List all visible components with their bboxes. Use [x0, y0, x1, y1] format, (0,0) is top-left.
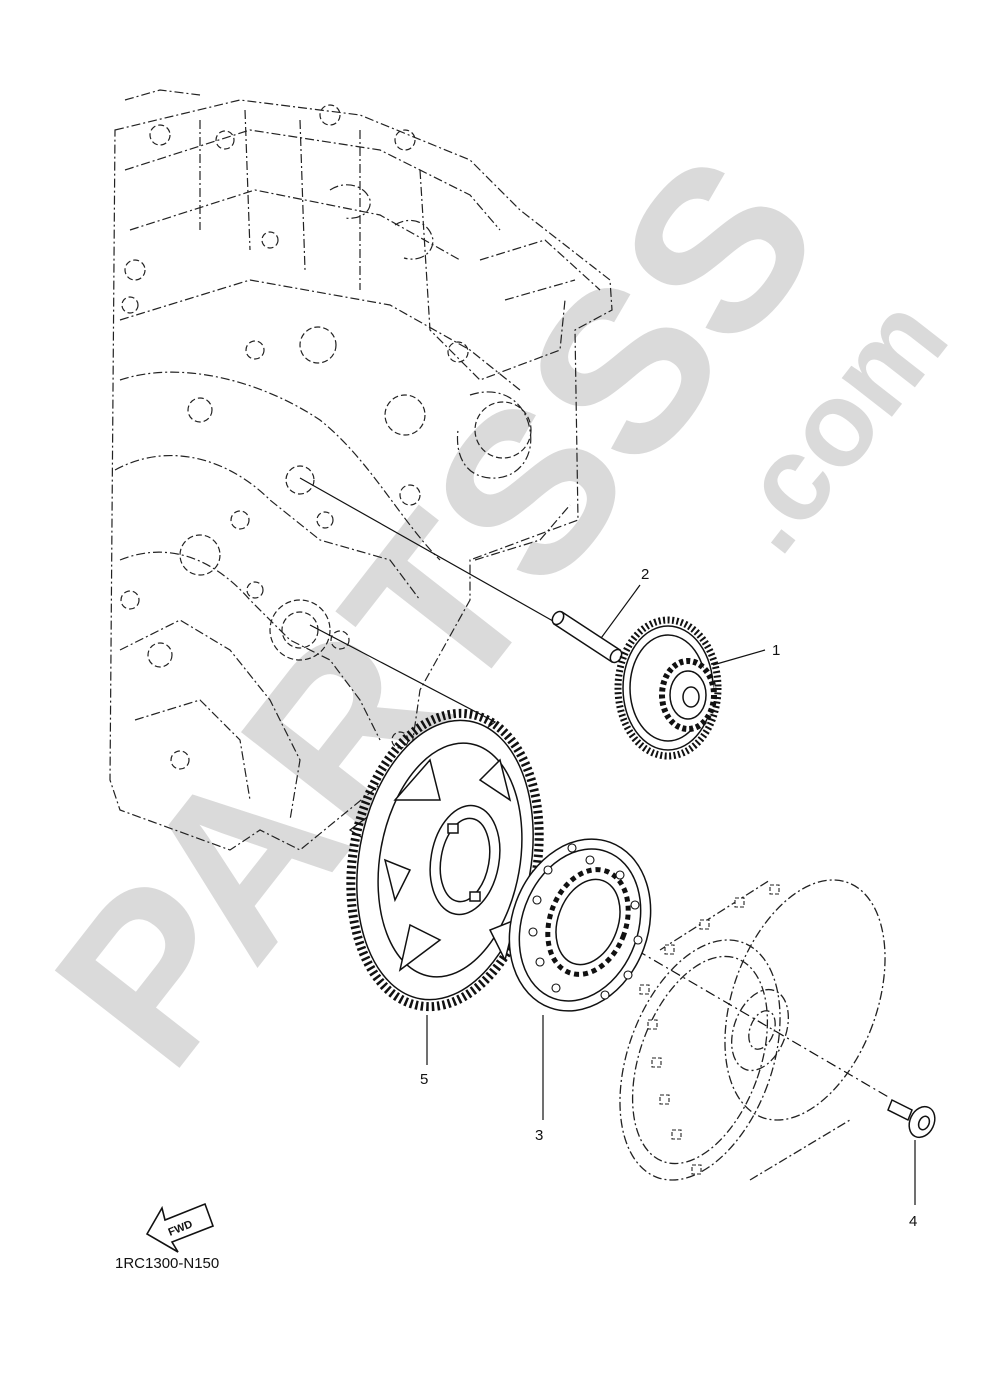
- assembly-line-shaft: [299, 477, 561, 626]
- part-4-bolt: [887, 1098, 936, 1139]
- part-2-shaft: [551, 610, 623, 664]
- part-1-idler-gear: [614, 616, 722, 760]
- leader-2: [595, 584, 641, 646]
- engine-crankcase: [109, 89, 613, 851]
- callout-3: 3: [535, 1127, 543, 1144]
- engine-bosses: [120, 104, 532, 770]
- callout-4: 4: [909, 1213, 917, 1230]
- callout-5: 5: [420, 1071, 428, 1088]
- callout-1: 1: [772, 642, 780, 659]
- diagram-code: 1RC1300-N150: [115, 1255, 219, 1272]
- fwd-direction-badge: FWD: [145, 1202, 215, 1253]
- leader-1: [712, 649, 766, 666]
- assembly-line-bolt: [584, 919, 891, 1099]
- part-5-starter-wheel-gear: [346, 708, 544, 1012]
- generator-rotor: [619, 879, 886, 1181]
- part-3-one-way-clutch: [508, 838, 652, 1012]
- fwd-arrow-icon: [145, 1202, 215, 1253]
- rotor-magnets: [639, 884, 780, 1175]
- callout-2: 2: [641, 566, 649, 583]
